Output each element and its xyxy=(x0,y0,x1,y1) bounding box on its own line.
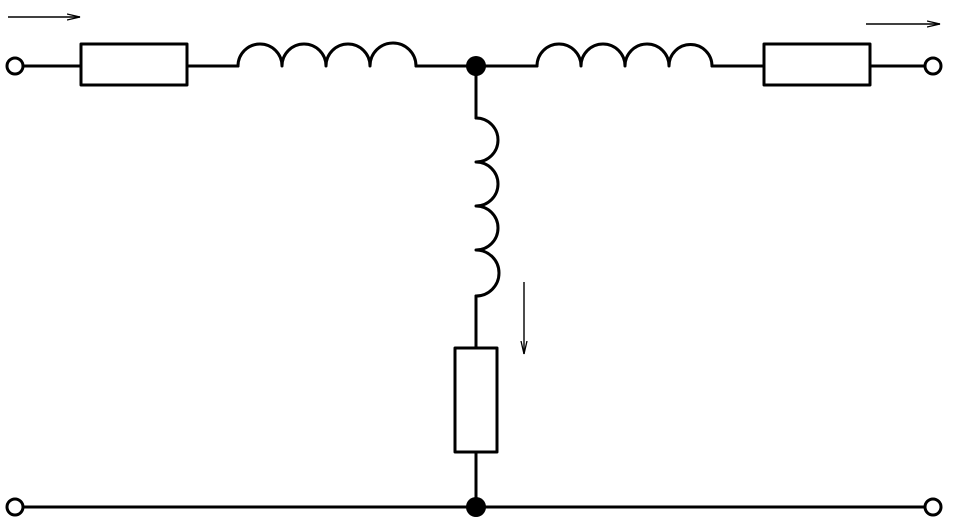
shunt-resistor xyxy=(453,346,499,454)
series-resistor-left xyxy=(79,42,189,87)
series-resistor-right xyxy=(762,42,872,87)
junction-node-top xyxy=(466,56,486,76)
junction-node-bottom xyxy=(466,497,486,517)
input-bottom-terminal xyxy=(5,497,25,517)
output-bottom-terminal xyxy=(923,497,943,517)
input-top-terminal xyxy=(5,56,25,76)
series-inductor-left xyxy=(236,41,418,68)
series-inductor-right xyxy=(535,42,714,68)
output-top-terminal xyxy=(923,56,943,76)
shunt-inductor xyxy=(474,116,501,298)
